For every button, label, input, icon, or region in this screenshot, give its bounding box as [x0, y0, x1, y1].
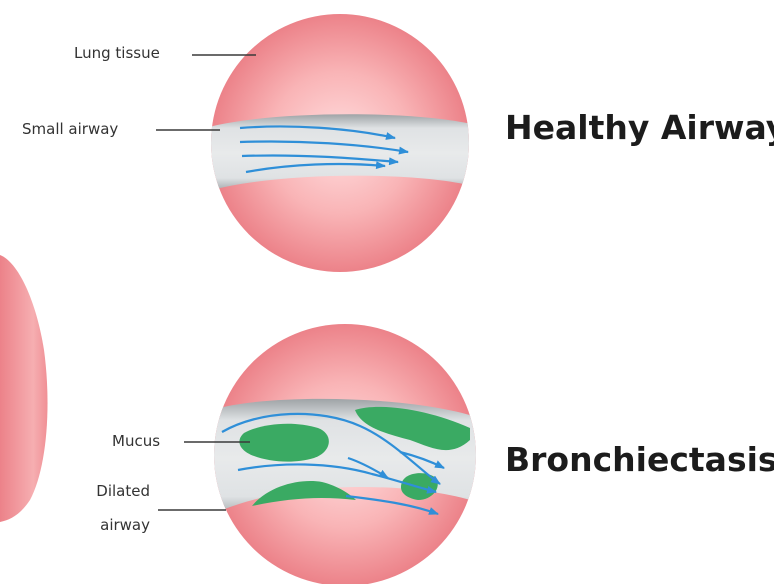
- dilated-airway-label-line1: Dilated: [82, 482, 150, 501]
- healthy-airway-illustration: [205, 14, 480, 272]
- small-airway-label: Small airway: [22, 120, 118, 139]
- side-lung-tissue: [0, 255, 48, 522]
- bronchiectasis-illustration: [205, 324, 485, 584]
- lung-tissue-label: Lung tissue: [74, 44, 160, 63]
- dilated-airway-label-line2: airway: [82, 516, 150, 535]
- bronchiectasis-title: Bronchiectasis: [505, 440, 774, 479]
- healthy-airway-title: Healthy Airway: [505, 108, 774, 147]
- mucus-label: Mucus: [112, 432, 160, 451]
